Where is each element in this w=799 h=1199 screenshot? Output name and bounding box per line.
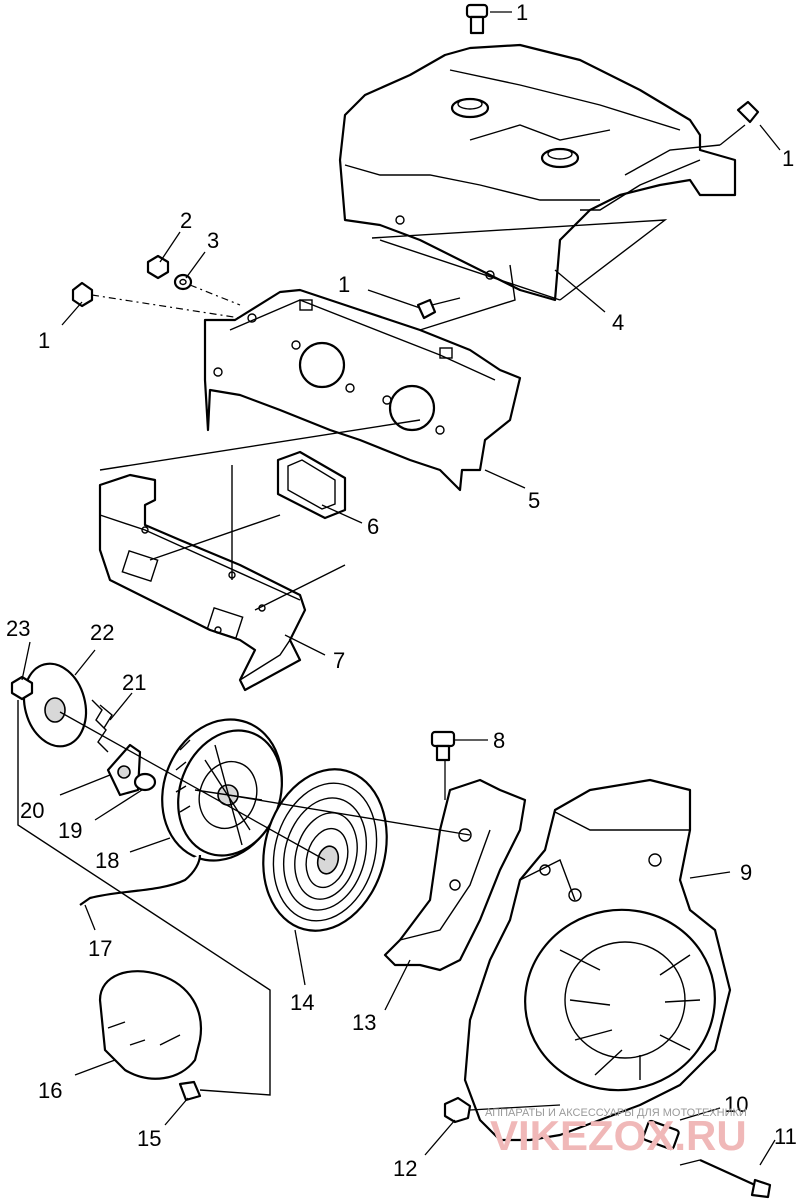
washer-3 xyxy=(173,273,193,291)
label-3: 3 xyxy=(207,228,219,253)
label-18: 18 xyxy=(95,848,119,873)
bolt-1-top xyxy=(465,3,489,35)
callout-labels: 1 1 2 3 1 1 4 5 6 7 23 22 21 8 20 19 18 … xyxy=(6,0,797,1181)
label-15: 15 xyxy=(137,1126,161,1151)
nut-23 xyxy=(10,675,34,701)
part-12-bolt xyxy=(443,1096,472,1124)
bolt-1-left xyxy=(71,281,94,308)
label-1d: 1 xyxy=(38,328,50,353)
assembly-lines-lower xyxy=(17,700,701,1166)
label-23: 23 xyxy=(6,616,30,641)
watermark-caption: АППАРАТЫ И АКСЕССУАРЫ ДЛЯ МОТОТЕХНИКИ xyxy=(485,1107,747,1119)
part-6-gasket xyxy=(276,450,347,520)
label-10: 10 xyxy=(724,1092,748,1117)
label-6: 6 xyxy=(367,514,379,539)
watermark-brand: VIKEZOX.RU xyxy=(490,1112,747,1159)
bolt-8 xyxy=(430,730,456,762)
label-5: 5 xyxy=(528,488,540,513)
label-4: 4 xyxy=(612,310,624,335)
label-22: 22 xyxy=(90,620,114,645)
part-11-bolt xyxy=(699,1158,772,1199)
part-16-starter-cup xyxy=(98,970,203,1080)
part-19-spring xyxy=(133,772,157,792)
part-21-spring-clip xyxy=(91,699,113,753)
label-14: 14 xyxy=(290,990,314,1015)
assembly-lines-upper xyxy=(91,219,668,611)
leader-lines xyxy=(21,11,781,1166)
label-21: 21 xyxy=(122,670,146,695)
bolt-1-mid xyxy=(416,297,461,320)
part-17-starter-rope xyxy=(79,854,202,906)
part-10-lever xyxy=(642,1119,680,1151)
label-8: 8 xyxy=(493,728,505,753)
label-17: 17 xyxy=(88,936,112,961)
label-19: 19 xyxy=(58,818,82,843)
label-11: 11 xyxy=(774,1124,797,1149)
label-13: 13 xyxy=(352,1010,376,1035)
bolt-15 xyxy=(178,1080,202,1102)
part-7-duct-bracket xyxy=(98,473,307,692)
part-9-fan-housing xyxy=(463,778,732,1142)
label-1b: 1 xyxy=(782,146,794,171)
label-20: 20 xyxy=(20,798,44,823)
part-5-baffle-plate xyxy=(203,288,522,492)
watermark: АППАРАТЫ И АКСЕССУАРЫ ДЛЯ МОТОТЕХНИКИ VI… xyxy=(485,1107,747,1159)
label-7: 7 xyxy=(333,648,345,673)
label-2: 2 xyxy=(180,208,192,233)
part-22-drive-cup xyxy=(22,662,88,748)
label-12: 12 xyxy=(393,1156,417,1181)
label-9: 9 xyxy=(740,860,752,885)
part-13-housing-bracket xyxy=(383,778,527,972)
part-14-recoil-spring xyxy=(262,768,388,932)
part-18-rope-pulley xyxy=(161,718,283,862)
label-1a: 1 xyxy=(516,0,528,25)
label-16: 16 xyxy=(38,1078,62,1103)
part-20-pawl xyxy=(106,743,142,797)
bolt-1-right xyxy=(719,100,760,146)
nut-2 xyxy=(146,254,170,280)
part-4-cylinder-shroud xyxy=(338,43,737,302)
label-1c: 1 xyxy=(338,272,350,297)
